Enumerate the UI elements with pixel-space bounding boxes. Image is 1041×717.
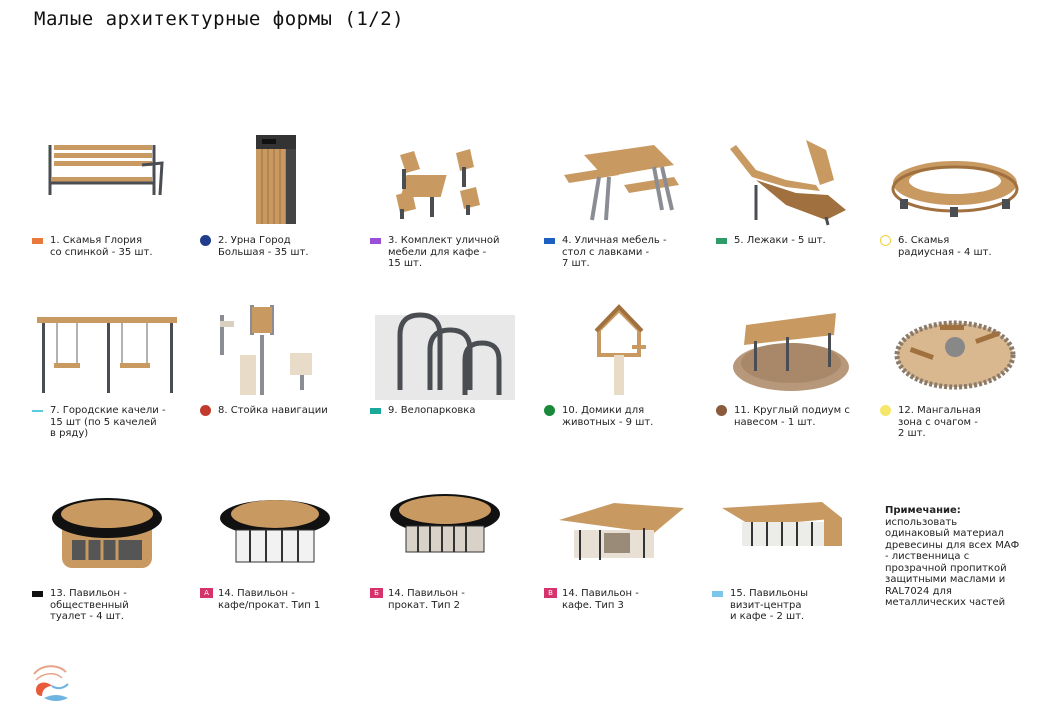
item-caption: 12. Мангальная зона с очагом - 2 шт. xyxy=(898,405,981,439)
note-title: Примечание: xyxy=(885,505,961,516)
item-caption: 7. Городские качели - 15 шт (по 5 качеле… xyxy=(50,405,166,439)
legend-marker xyxy=(32,238,43,244)
list-item: 3. Комплект уличной мебели для кафе - 15… xyxy=(370,125,520,285)
legend-marker xyxy=(370,408,381,414)
item-caption: 11. Круглый подиум с навесом - 1 шт. xyxy=(734,405,850,428)
list-item: 11. Круглый подиум с навесом - 1 шт. xyxy=(716,295,866,455)
round-podium-icon xyxy=(716,295,866,405)
list-item: Б 14. Павильон - прокат. Тип 2 xyxy=(370,478,520,638)
item-caption: 3. Комплект уличной мебели для кафе - 15… xyxy=(388,235,500,269)
toilet-pavilion-icon xyxy=(32,478,182,588)
list-item: 12. Мангальная зона с очагом - 2 шт. xyxy=(880,295,1030,455)
list-item: 15. Павильоны визит-центра и кафе - 2 шт… xyxy=(712,478,862,638)
legend-marker xyxy=(544,238,555,244)
item-caption: 6. Скамья радиусная - 4 шт. xyxy=(898,235,992,258)
bike-rack-icon xyxy=(370,295,520,405)
item-caption: 15. Павильоны визит-центра и кафе - 2 шт… xyxy=(730,588,808,622)
legend-marker xyxy=(370,238,381,244)
item-caption: 2. Урна Город Большая - 35 шт. xyxy=(218,235,309,258)
legend-marker xyxy=(200,405,211,416)
legend-marker: В xyxy=(544,588,557,598)
legend-marker xyxy=(880,235,891,246)
picnic-table-icon xyxy=(544,125,694,235)
item-caption: 1. Скамья Глория со спинкой - 35 шт. xyxy=(50,235,153,258)
list-item: 2. Урна Город Большая - 35 шт. xyxy=(200,125,350,285)
item-caption: 4. Уличная мебель - стол с лавками - 7 ш… xyxy=(562,235,667,269)
list-item: 4. Уличная мебель - стол с лавками - 7 ш… xyxy=(544,125,694,285)
legend-marker xyxy=(544,405,555,416)
list-item: 7. Городские качели - 15 шт (по 5 качеле… xyxy=(32,295,182,455)
swing-icon xyxy=(32,295,182,405)
list-item: 1. Скамья Глория со спинкой - 35 шт. xyxy=(32,125,182,285)
logo-icon xyxy=(28,660,76,708)
item-caption: 10. Домики для животных - 9 шт. xyxy=(562,405,654,428)
list-item: 13. Павильон - общественный туалет - 4 ш… xyxy=(32,478,182,638)
legend-marker xyxy=(200,235,211,246)
item-caption: 5. Лежаки - 5 шт. xyxy=(734,235,826,246)
legend-marker: Б xyxy=(370,588,383,598)
legend-marker: А xyxy=(200,588,213,598)
list-item: 6. Скамья радиусная - 4 шт. xyxy=(880,125,1030,285)
visitor-center-icon xyxy=(712,478,862,588)
item-caption: 14. Павильон - кафе/прокат. Тип 1 xyxy=(218,588,321,611)
round-bench-icon xyxy=(880,125,1030,235)
item-caption: 9. Велопарковка xyxy=(388,405,476,416)
item-caption: 8. Стойка навигации xyxy=(218,405,328,416)
cafe-furniture-icon xyxy=(370,125,520,235)
bbq-zone-icon xyxy=(880,295,1030,405)
rental-pavilion-icon xyxy=(370,478,520,588)
page-title: Малые архитектурные формы (1/2) xyxy=(34,8,405,30)
list-item: В 14. Павильон - кафе. Тип 3 xyxy=(544,478,694,638)
list-item: 5. Лежаки - 5 шт. xyxy=(716,125,866,285)
legend-marker xyxy=(880,405,891,416)
legend-marker xyxy=(712,591,723,597)
bench-icon xyxy=(32,125,182,235)
lounger-icon xyxy=(716,125,866,235)
note: Примечание: использовать одинаковый мате… xyxy=(885,505,1020,609)
list-item: 10. Домики для животных - 9 шт. xyxy=(544,295,694,455)
legend-marker xyxy=(716,238,727,244)
item-caption: 14. Павильон - прокат. Тип 2 xyxy=(388,588,465,611)
legend-marker xyxy=(32,410,43,412)
legend-marker xyxy=(716,405,727,416)
cafe-pavilion-icon xyxy=(200,478,350,588)
list-item: 8. Стойка навигации xyxy=(200,295,350,455)
legend-marker xyxy=(32,591,43,597)
trash-bin-icon xyxy=(200,125,350,235)
animal-house-icon xyxy=(544,295,694,405)
list-item: А 14. Павильон - кафе/прокат. Тип 1 xyxy=(200,478,350,638)
cafe-pavilion-type3-icon xyxy=(544,478,694,588)
navigation-stand-icon xyxy=(200,295,350,405)
note-text: использовать одинаковый материал древеси… xyxy=(885,516,1020,609)
item-caption: 13. Павильон - общественный туалет - 4 ш… xyxy=(50,588,129,622)
item-caption: 14. Павильон - кафе. Тип 3 xyxy=(562,588,639,611)
list-item: 9. Велопарковка xyxy=(370,295,520,455)
